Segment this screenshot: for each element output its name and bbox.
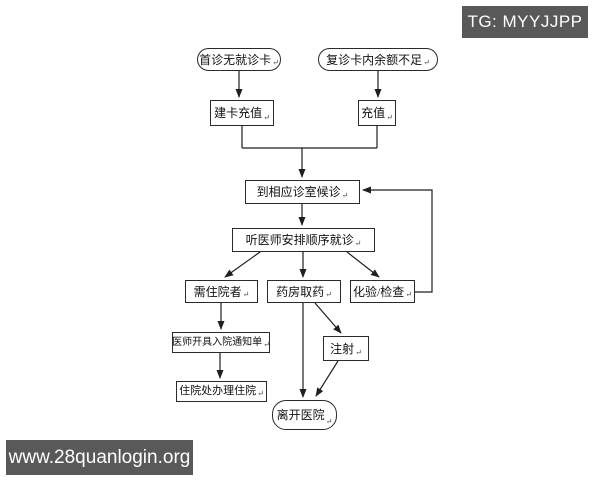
node-label: 建卡充值 <box>214 106 263 120</box>
edge-injection-to-leave <box>315 360 339 397</box>
return-mark: ↵ <box>325 417 333 426</box>
node-admission-notice: 医师开具入院通知单↵ <box>172 332 270 353</box>
node-need-hospitalization: 需住院者↵ <box>185 280 258 303</box>
node-label: 药房取药 <box>276 284 325 299</box>
node-label: 注射 <box>330 341 355 356</box>
node-first-visit-no-card: 首诊无就诊卡↵ <box>197 48 281 71</box>
return-mark: ↵ <box>325 290 332 299</box>
node-wait-at-clinic: 到相应诊室候诊↵ <box>245 180 360 204</box>
node-admission-handle: 住院处办理住院↵ <box>176 381 267 402</box>
edge-see-doctor-to-lab <box>346 251 380 278</box>
node-label: 听医师安排顺序就诊 <box>245 233 354 247</box>
node-create-card-recharge: 建卡充值↵ <box>210 100 274 126</box>
edge-lab-feedback-to-wait <box>362 186 433 293</box>
node-label: 复诊卡内余额不足 <box>326 52 423 67</box>
node-label: 到相应诊室候诊 <box>256 185 341 199</box>
return-mark: ↵ <box>263 340 270 349</box>
node-recharge: 充值↵ <box>358 100 396 126</box>
node-label: 充值 <box>361 106 386 120</box>
return-mark: ↵ <box>341 191 349 200</box>
node-revisit-low-balance: 复诊卡内余额不足↵ <box>318 48 438 71</box>
return-mark: ↵ <box>405 290 413 299</box>
edge-pharmacy-to-injection <box>314 302 342 334</box>
node-label: 需住院者 <box>193 284 242 299</box>
return-mark: ↵ <box>354 239 362 248</box>
return-mark: ↵ <box>386 113 393 122</box>
node-label: 首诊无就诊卡 <box>199 52 272 67</box>
edge-see-doctor-to-hospitalization <box>224 251 261 278</box>
node-label: 离开医院 <box>276 408 325 422</box>
return-mark: ↵ <box>355 348 362 357</box>
return-mark: ↵ <box>423 58 430 67</box>
node-see-doctor-in-order: 听医师安排顺序就诊↵ <box>232 228 375 252</box>
node-leave-hospital: 离开医院↵ <box>272 400 337 430</box>
return-mark: ↵ <box>242 290 250 299</box>
node-label: 化验/检查 <box>352 284 405 299</box>
node-label: 医师开具入院通知单 <box>172 336 263 348</box>
node-lab-test: 化验/检查↵ <box>350 280 415 303</box>
telegram-badge: TG: MYYJJPP <box>462 6 588 38</box>
node-label: 住院处办理住院 <box>179 385 257 397</box>
return-mark: ↵ <box>263 113 270 122</box>
node-injection: 注射↵ <box>323 336 369 361</box>
return-mark: ↵ <box>272 58 279 67</box>
return-mark: ↵ <box>257 389 264 398</box>
watermark-badge: www.28quanlogin.org <box>6 440 193 475</box>
node-pharmacy-pickup: 药房取药↵ <box>267 280 341 303</box>
